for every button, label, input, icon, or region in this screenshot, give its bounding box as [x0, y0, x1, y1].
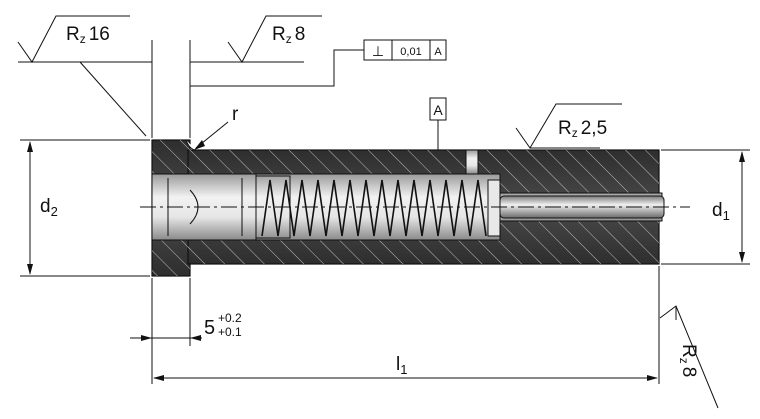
- r-label: r: [232, 104, 239, 125]
- tolerance-frame: ⊥ 0,01 A: [190, 39, 447, 87]
- d1-label: d1: [712, 200, 730, 223]
- dim5-upper-tol: +0.2: [218, 311, 242, 325]
- surface-finish-rz8-side: [659, 305, 719, 409]
- tolerance-value: 0,01: [400, 46, 421, 58]
- surface-finish-rz16: [17, 15, 153, 138]
- d2-label: d2: [40, 196, 58, 219]
- tolerance-symbol: ⊥: [372, 43, 384, 59]
- fillet-radius: [185, 139, 197, 151]
- dim5-lower-tol: +0.1: [218, 325, 242, 339]
- spring: [261, 179, 487, 237]
- datum-letter: A: [433, 102, 443, 118]
- datum-a: A: [429, 97, 447, 150]
- rz8-side-label: Rz8: [677, 344, 699, 377]
- vent-hole: [465, 149, 479, 175]
- dim5-value: 5: [204, 317, 215, 339]
- l1-label: l1: [396, 354, 407, 377]
- surface-finish-rz8-top: [189, 15, 322, 138]
- tolerance-datum: A: [434, 46, 442, 58]
- plunger-head: [487, 179, 501, 237]
- surface-finish-rz25: [515, 103, 622, 149]
- part-body: [140, 139, 690, 277]
- dimensions: [20, 139, 750, 384]
